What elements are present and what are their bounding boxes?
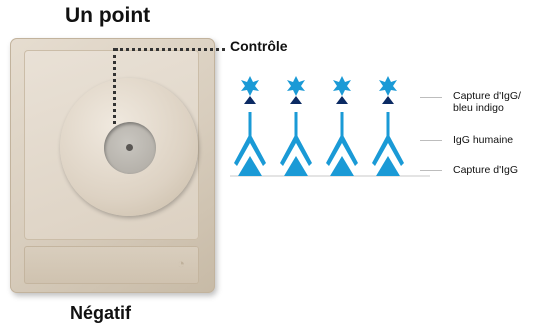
label-human-igg: IgG humaine [453,134,513,146]
capture-triangle-icon [376,156,400,176]
capture-triangle-icon [382,96,394,104]
device-logo-icon: ◔ [177,256,185,271]
indigo-star-icon [287,76,305,96]
control-dot [126,144,133,151]
result-well [104,122,156,174]
label-capture-igg: Capture d'IgG [453,164,518,176]
indigo-star-icon [333,76,351,96]
capture-triangle-icon [244,96,256,104]
figure-caption: Négatif [70,303,131,324]
label-capture-blue-line1: Capture d'IgG/ [453,90,521,102]
device-ring [60,78,198,216]
label-pointer-line [420,140,442,141]
device-window-panel [24,50,199,240]
antibody-column [326,76,358,176]
label-pointer-line [420,97,442,98]
antibody-column [372,76,404,176]
indigo-star-icon [379,76,397,96]
capture-triangle-icon [336,96,348,104]
antibody-column [234,76,266,176]
label-capture-blue: Capture d'IgG/ bleu indigo [453,90,521,114]
capture-triangle-icon [330,156,354,176]
antibody-column [280,76,312,176]
capture-triangle-icon [290,96,302,104]
label-capture-blue-line2: bleu indigo [453,102,521,114]
indigo-star-icon [241,76,259,96]
label-pointer-line [420,170,442,171]
device-base: ◔ [24,246,199,284]
capture-triangle-icon [284,156,308,176]
control-label: Contrôle [230,38,288,54]
capture-triangle-icon [238,156,262,176]
control-leader-horizontal [115,48,225,51]
figure-title: Un point [65,4,150,28]
control-leader-vertical [113,48,116,124]
